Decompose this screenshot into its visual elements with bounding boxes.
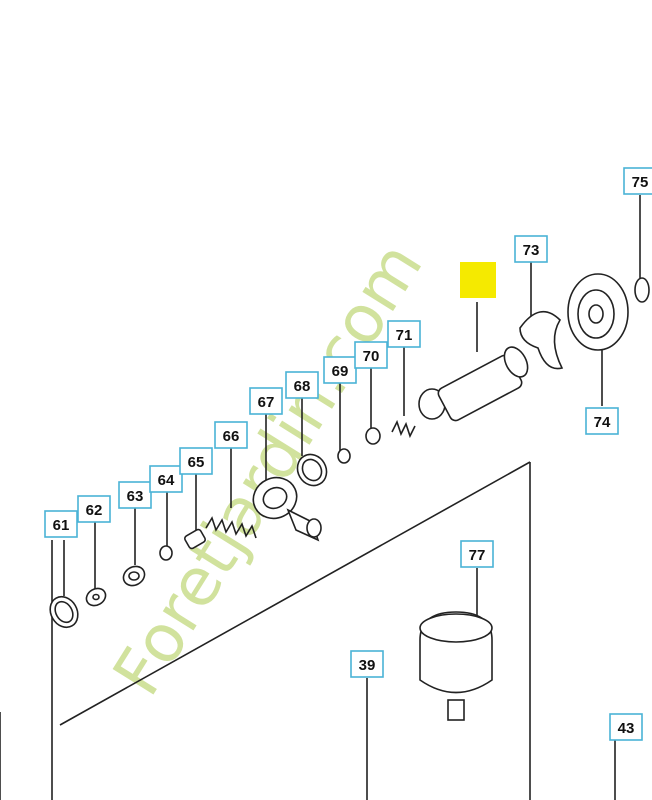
callout-61-text: 61 [53, 517, 70, 534]
part-70-washer [365, 427, 381, 445]
watermark-text: Foretjardin.com [98, 229, 437, 708]
callout-68: 68 [285, 371, 319, 399]
callout-61: 61 [44, 510, 78, 538]
part-74-knob [567, 273, 629, 351]
callout-70-text: 70 [363, 348, 380, 365]
callout-73: 73 [514, 235, 548, 263]
part-67-banjo-fitting [252, 476, 322, 542]
part-66-spring [205, 516, 257, 539]
callout-64-text: 64 [158, 472, 175, 489]
part-73-lever [519, 310, 564, 370]
frame-lines [0, 461, 531, 800]
callout-63-text: 63 [127, 488, 144, 505]
parts [49, 273, 650, 721]
part-71-spring [391, 419, 416, 439]
highlight-callout [460, 262, 496, 298]
callout-63: 63 [118, 481, 152, 509]
callout-labels: 61 62 63 64 65 66 67 68 69 70 71 73 74 7… [44, 167, 652, 741]
watermark-logo: Foretjardin.com [98, 229, 437, 708]
leader-lines [51, 195, 641, 800]
callout-75: 75 [623, 167, 652, 195]
part-75-o-ring [634, 277, 650, 303]
callout-69-text: 69 [332, 363, 349, 380]
callout-71-text: 71 [396, 327, 413, 344]
callout-39-text: 39 [359, 657, 376, 674]
callout-71: 71 [387, 320, 421, 348]
callout-70: 70 [354, 341, 388, 369]
callout-64: 64 [149, 465, 183, 493]
callout-75-text: 75 [632, 174, 649, 191]
callout-66: 66 [214, 421, 248, 449]
callout-65-text: 65 [188, 454, 205, 471]
callout-43: 43 [609, 713, 643, 741]
callout-77: 77 [460, 540, 494, 568]
callout-68-text: 68 [294, 378, 311, 395]
callout-74-text: 74 [594, 414, 611, 431]
callout-74: 74 [585, 407, 619, 435]
part-72-valve-body [418, 346, 529, 422]
callout-69: 69 [323, 356, 357, 384]
callout-77-text: 77 [469, 547, 486, 564]
callout-65: 65 [179, 447, 213, 475]
callout-62-text: 62 [86, 502, 103, 519]
callout-73-text: 73 [523, 242, 540, 259]
part-65-fitting [184, 528, 206, 550]
part-64-cap [159, 545, 173, 561]
callout-39: 39 [350, 650, 384, 678]
callout-67-text: 67 [258, 394, 275, 411]
callout-67: 67 [249, 387, 283, 415]
callout-43-text: 43 [618, 720, 635, 737]
part-77-dome [419, 611, 493, 721]
callout-62: 62 [77, 495, 111, 523]
callout-66-text: 66 [223, 428, 240, 445]
part-69-washer [337, 448, 351, 464]
